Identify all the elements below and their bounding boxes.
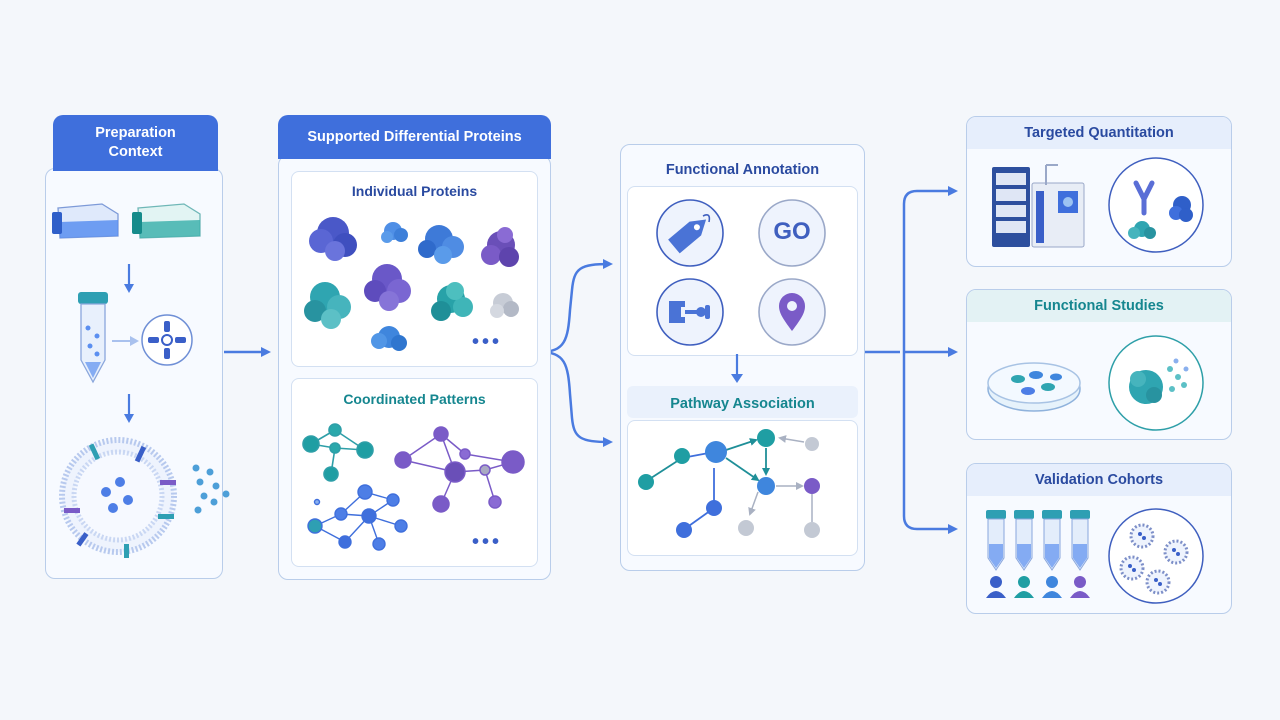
extracellular-vesicle-icon <box>59 437 177 558</box>
protein-blob <box>481 227 519 267</box>
mass-spectrometer-icon <box>992 164 1085 248</box>
proteins-header: Supported Differential Proteins <box>278 115 551 159</box>
down-arrow-1 <box>124 264 134 293</box>
validation-cohorts-header: Validation Cohorts <box>967 464 1231 496</box>
transfer-arrow <box>112 336 139 346</box>
tag-icon <box>656 199 724 267</box>
teal-network <box>302 423 374 482</box>
protein-structures-icon <box>304 217 519 351</box>
functional-annotation-title: Functional Annotation <box>665 162 820 178</box>
go-term-icon <box>758 199 826 267</box>
protein-blob <box>431 282 473 321</box>
down-arrow-2 <box>124 394 134 423</box>
protein-blob <box>418 225 464 264</box>
functional-studies-header: Functional Studies <box>967 290 1231 322</box>
pathway-association-title: Pathway Association <box>670 396 815 412</box>
annotation-to-pathway-arrow <box>731 354 743 383</box>
targeted-quantitation-title: Targeted Quantitation <box>1024 125 1174 141</box>
protein-blob <box>381 222 408 243</box>
more-proteins-ellipsis: ••• <box>472 331 503 353</box>
blue-network <box>307 484 408 551</box>
purple-network <box>394 426 525 513</box>
sample-tube-icon <box>78 292 108 384</box>
sample-tubes-cohort-icon <box>986 510 1090 598</box>
protein-blob <box>304 282 351 329</box>
protein-networks-icon <box>302 423 525 551</box>
individual-proteins-box: Individual Proteins <box>291 171 538 367</box>
antibody-protein-icon <box>1108 157 1204 253</box>
arrow-proteins-to-functional <box>539 259 613 447</box>
cohort-tube <box>1070 510 1090 598</box>
preparation-title: Preparation Context <box>95 125 176 160</box>
protein-blob <box>364 264 411 311</box>
location-pin-icon <box>758 278 826 346</box>
more-patterns-ellipsis: ••• <box>472 531 503 553</box>
preparation-header: Preparation Context <box>53 115 218 171</box>
proteins-title: Supported Differential Proteins <box>307 128 522 145</box>
cohort-tube <box>1014 510 1034 598</box>
functional-studies-title: Functional Studies <box>1034 298 1164 314</box>
go-label: GO <box>773 218 811 245</box>
arrow-functional-to-outputs <box>865 186 958 534</box>
targeted-quantitation-header: Targeted Quantitation <box>967 117 1231 149</box>
validation-cohorts-title: Validation Cohorts <box>1034 472 1164 488</box>
released-particles-icon <box>192 464 230 514</box>
interaction-icon <box>656 278 724 346</box>
cohort-tube <box>1042 510 1062 598</box>
cell-secretion-icon <box>1108 335 1204 431</box>
pathway-association-header: Pathway Association <box>627 388 858 420</box>
centrifuge-rotor-icon <box>141 314 193 366</box>
protein-blob <box>309 217 357 261</box>
cell-culture-flask-icon <box>52 203 201 239</box>
cohort-tube <box>986 510 1006 598</box>
protein-blob <box>490 293 519 318</box>
coordinated-patterns-title: Coordinated Patterns <box>343 391 486 407</box>
vesicle-group-icon <box>1108 508 1204 604</box>
petri-dish-icon <box>987 362 1081 412</box>
protein-blob <box>371 326 407 351</box>
pathway-network-icon <box>638 429 820 538</box>
functional-annotation-header: Functional Annotation <box>620 154 865 186</box>
pathway-panel-header-bg <box>627 386 858 418</box>
individual-proteins-title: Individual Proteins <box>351 183 478 199</box>
